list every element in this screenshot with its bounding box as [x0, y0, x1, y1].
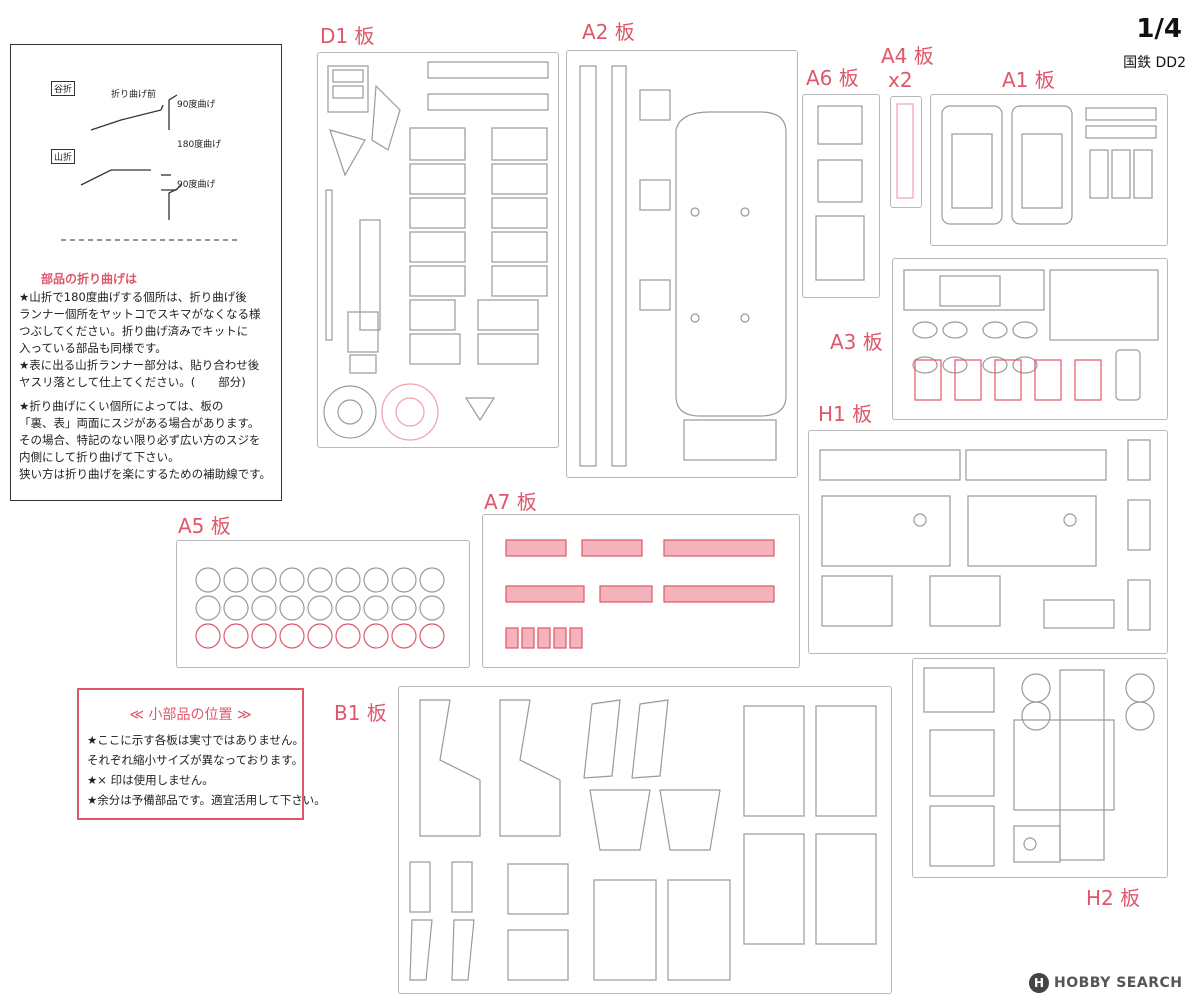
sheet-a6 [802, 94, 880, 298]
sheet-a5 [176, 540, 470, 668]
fold-instructions-title: 部品の折り曲げは [41, 272, 138, 286]
label-h2: H2 板 [1086, 886, 1141, 910]
sheet-a7 [482, 514, 800, 668]
fold-line-4: 入っている部品も同様です。 [19, 341, 167, 355]
d1-part [327, 65, 369, 113]
sheet-h2 [912, 658, 1168, 878]
sheet-a1 [930, 94, 1168, 246]
label-a6: A6 板 [806, 66, 859, 90]
sheet-d1 [317, 52, 559, 448]
fold-line-8: ★折り曲げにくい個所によっては、板の [19, 399, 224, 413]
sheet-a2 [566, 50, 798, 478]
page-number: 1/4 [1136, 14, 1182, 44]
fold-diagram [61, 94, 241, 241]
label-a4-qty: x2 [888, 68, 913, 92]
bend-180-label: 180度曲げ [177, 140, 222, 150]
label-a7: A7 板 [484, 490, 537, 514]
fold-line-2: ランナー個所をヤットコでスキマがなくなる様 [19, 307, 261, 321]
fold-line-3: つぶしてください。折り曲げ済みでキットに [19, 324, 249, 338]
fold-line-10: その場合、特記のない限り必ず広い方のスジを [19, 433, 261, 447]
label-a3: A3 板 [830, 330, 883, 354]
notes-line-4: ★余分は予備部品です。適宜活用して下さい。 [87, 793, 326, 807]
label-h1: H1 板 [818, 402, 873, 426]
fold-instructions-box: 谷折 山折 折り曲げ前 90度曲げ 180度曲げ 90度曲げ 部品の折り曲げは … [10, 44, 282, 501]
fold-line-1: ★山折で180度曲げする個所は、折り曲げ後 [19, 290, 247, 304]
watermark-text: HOBBY SEARCH [1054, 975, 1183, 991]
bend-90-label: 90度曲げ [177, 100, 216, 110]
bend-90b-label: 90度曲げ [177, 180, 216, 190]
notes-line-2: それぞれ縮小サイズが異なっております。 [87, 753, 304, 767]
notes-title: ≪ 小部品の位置 ≫ [129, 707, 252, 723]
label-d1: D1 板 [320, 24, 375, 48]
hobby-search-logo-icon: H [1029, 973, 1049, 993]
fold-line-11: 内側にして折り曲げて下さい。 [19, 450, 180, 464]
fold-line-9: 「裏、表」両面にスジがある場合があります。 [19, 416, 260, 430]
sheet-h1 [808, 430, 1168, 654]
small-parts-notes-box: ≪ 小部品の位置 ≫ ★ここに示す各板は実寸ではありません。 それぞれ縮小サイズ… [77, 688, 326, 820]
label-a5: A5 板 [178, 514, 231, 538]
valley-fold-label: 谷折 [51, 81, 76, 96]
fold-line-12: 狭い方は折り曲げを楽にするための補助線です。 [19, 467, 271, 481]
label-a1: A1 板 [1002, 68, 1055, 92]
mountain-fold-label: 山折 [51, 149, 76, 164]
label-a4: A4 板 [881, 44, 934, 68]
before-fold-label: 折り曲げ前 [111, 90, 157, 100]
sheet-a3 [892, 258, 1168, 420]
label-a2: A2 板 [582, 20, 635, 44]
model-name: 国鉄 DD2 [1123, 55, 1186, 71]
notes-line-3: ★× 印は使用しません。 [87, 773, 214, 787]
sheet-a4 [890, 96, 922, 208]
fold-line-6: ヤスリ落として仕上てください。( 部分) [19, 375, 246, 389]
sheet-b1 [398, 686, 892, 994]
fold-line-5: ★表に出る山折ランナー部分は、貼り合わせ後 [19, 358, 260, 372]
label-b1: B1 板 [334, 701, 387, 725]
notes-line-1: ★ここに示す各板は実寸ではありません。 [87, 733, 304, 747]
